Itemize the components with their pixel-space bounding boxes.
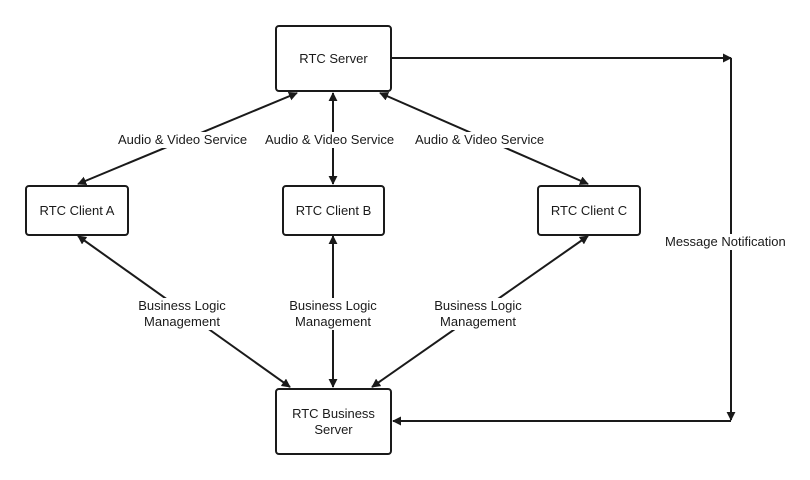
label-message-notification: Message Notification	[665, 234, 786, 250]
node-client-a: RTC Client A	[25, 185, 129, 236]
node-client-b: RTC Client B	[282, 185, 385, 236]
node-business-server: RTC Business Server	[275, 388, 392, 455]
label-blm-a-line-2: Management	[144, 314, 220, 329]
label-blm-a-line-1: Business Logic	[138, 298, 226, 313]
node-rtc-server-label: RTC Server	[299, 50, 368, 66]
label-blm-c-line-2: Management	[440, 314, 516, 329]
node-client-c: RTC Client C	[537, 185, 641, 236]
node-client-c-label: RTC Client C	[550, 202, 628, 218]
label-blm-c-line-1: Business Logic	[434, 298, 522, 313]
node-client-b-label: RTC Client B	[295, 202, 372, 218]
label-blm-b: Business Logic Management	[285, 298, 381, 330]
node-business-server-label-2: Server	[314, 421, 353, 437]
label-blm-a: Business Logic Management	[134, 298, 230, 330]
label-av-a: Audio & Video Service	[118, 132, 248, 148]
label-blm-c: Business Logic Management	[430, 298, 526, 330]
node-business-server-label-1: RTC Business	[292, 405, 375, 421]
label-av-c: Audio & Video Service	[415, 132, 545, 148]
label-av-b: Audio & Video Service	[265, 132, 395, 148]
node-rtc-server: RTC Server	[275, 25, 392, 92]
label-blm-b-line-1: Business Logic	[289, 298, 377, 313]
label-blm-b-line-2: Management	[295, 314, 371, 329]
node-client-a-label: RTC Client A	[39, 202, 115, 218]
